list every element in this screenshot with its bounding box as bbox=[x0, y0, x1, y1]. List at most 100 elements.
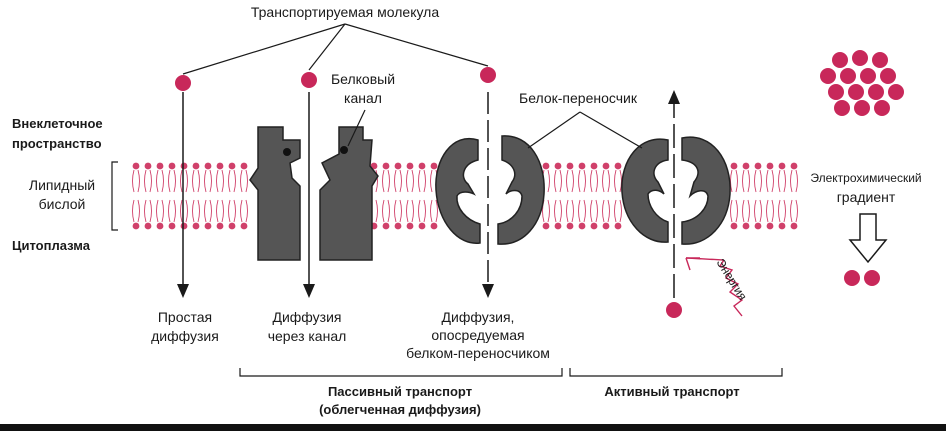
lipid-tail bbox=[192, 199, 200, 223]
lipid-head bbox=[132, 222, 140, 230]
lipid-tail bbox=[790, 199, 798, 223]
lipid-tail bbox=[602, 169, 610, 193]
lipid-head bbox=[578, 222, 586, 230]
lipid-tail bbox=[566, 199, 574, 223]
lipid-tail bbox=[730, 199, 738, 223]
lipid-head bbox=[204, 162, 212, 170]
lipid-tail bbox=[168, 169, 176, 193]
lipid-head bbox=[778, 222, 786, 230]
molecule-active bbox=[666, 302, 682, 318]
lipid-head bbox=[554, 162, 562, 170]
lipid-tail bbox=[590, 169, 598, 193]
lipid-tail bbox=[406, 199, 414, 223]
cluster-molecule bbox=[888, 84, 904, 100]
simple-diffusion-label-2: диффузия bbox=[151, 328, 219, 344]
simple-diffusion-label-1: Простая bbox=[158, 309, 212, 325]
cluster-molecule bbox=[854, 100, 870, 116]
lipid-tail bbox=[240, 199, 248, 223]
lipid-head bbox=[156, 162, 164, 170]
lipid-tail bbox=[578, 199, 586, 223]
passive-group-bracket bbox=[239, 368, 563, 377]
molecule-channel bbox=[301, 72, 317, 88]
cluster-molecule bbox=[860, 68, 876, 84]
lipid-head bbox=[204, 222, 212, 230]
cluster-molecule bbox=[828, 84, 844, 100]
channel-gate-right bbox=[340, 146, 348, 154]
lipid-tail bbox=[156, 169, 164, 193]
channel-diffusion-label-2: через канал bbox=[268, 328, 347, 344]
carrier-protein-active bbox=[621, 136, 731, 245]
carrier-leader-1 bbox=[527, 111, 581, 149]
carrier-passive-left bbox=[435, 137, 481, 244]
lipid-tail bbox=[418, 199, 426, 223]
lipid-tail bbox=[554, 199, 562, 223]
channel-diffusion-label-1: Диффузия bbox=[272, 309, 341, 325]
protein-channel-label-2: канал bbox=[344, 90, 382, 106]
lipid-tail bbox=[240, 169, 248, 193]
lipid-head bbox=[554, 222, 562, 230]
lipid-head bbox=[168, 222, 176, 230]
cluster-molecule bbox=[852, 50, 868, 66]
lipid-tail bbox=[180, 169, 188, 193]
lipid-tail bbox=[778, 199, 786, 223]
lipid-head bbox=[228, 162, 236, 170]
extracellular-label-1: Внеклеточное bbox=[12, 116, 103, 131]
lipid-head bbox=[614, 162, 622, 170]
cluster-molecule bbox=[880, 68, 896, 84]
channel-diffusion-arrow bbox=[303, 92, 315, 298]
lipid-tail bbox=[766, 169, 774, 193]
lipid-tail bbox=[382, 199, 390, 223]
lipid-bilayer-label-2: бислой bbox=[39, 196, 86, 212]
cluster-molecule bbox=[820, 68, 836, 84]
lipid-tail bbox=[418, 169, 426, 193]
lipid-tail bbox=[742, 169, 750, 193]
bilayer-bracket-left bbox=[111, 161, 118, 231]
channel-left-half bbox=[249, 126, 301, 261]
lipid-head bbox=[578, 162, 586, 170]
lipid-head bbox=[132, 162, 140, 170]
cluster-molecule bbox=[848, 84, 864, 100]
lipid-bilayer-label-1: Липидный bbox=[29, 177, 95, 193]
lipid-tail bbox=[790, 169, 798, 193]
lipid-head bbox=[566, 162, 574, 170]
lipid-tail bbox=[216, 199, 224, 223]
lipid-tail bbox=[754, 169, 762, 193]
lipid-head bbox=[156, 222, 164, 230]
lipid-head bbox=[180, 222, 188, 230]
lipid-head bbox=[602, 162, 610, 170]
lipid-head bbox=[394, 162, 402, 170]
carrier-diffusion-label-1: Диффузия, bbox=[442, 309, 515, 325]
carrier-diffusion-label-3: белком-переносчиком bbox=[406, 345, 550, 361]
lipid-head bbox=[542, 162, 550, 170]
lipid-tail bbox=[168, 199, 176, 223]
lipid-head bbox=[430, 222, 438, 230]
lipid-tail bbox=[394, 169, 402, 193]
lipid-tail bbox=[394, 199, 402, 223]
lipid-tail bbox=[192, 169, 200, 193]
passive-transport-label-1: Пассивный транспорт bbox=[328, 384, 472, 399]
active-group-bracket bbox=[569, 368, 783, 377]
lipid-head bbox=[790, 162, 798, 170]
cluster-molecule bbox=[872, 52, 888, 68]
lipid-head bbox=[742, 162, 750, 170]
lipid-tail bbox=[180, 199, 188, 223]
molecule-carrier bbox=[480, 67, 496, 83]
lipid-tail bbox=[382, 169, 390, 193]
lipid-head bbox=[730, 162, 738, 170]
lipid-head bbox=[790, 222, 798, 230]
passive-transport-label-2: (облегченная диффузия) bbox=[319, 402, 481, 417]
lipid-head bbox=[144, 222, 152, 230]
lipid-head bbox=[382, 162, 390, 170]
extracellular-label-2: пространство bbox=[12, 136, 102, 151]
channel-leader bbox=[347, 109, 366, 147]
lipid-head bbox=[406, 162, 414, 170]
cluster-molecule bbox=[834, 100, 850, 116]
lipid-head bbox=[180, 162, 188, 170]
carrier-protein-passive bbox=[435, 135, 545, 245]
lipid-tail bbox=[614, 199, 622, 223]
carrier-passive-right bbox=[497, 135, 545, 245]
molecule-leader-3 bbox=[344, 23, 489, 67]
lipid-head bbox=[240, 222, 248, 230]
